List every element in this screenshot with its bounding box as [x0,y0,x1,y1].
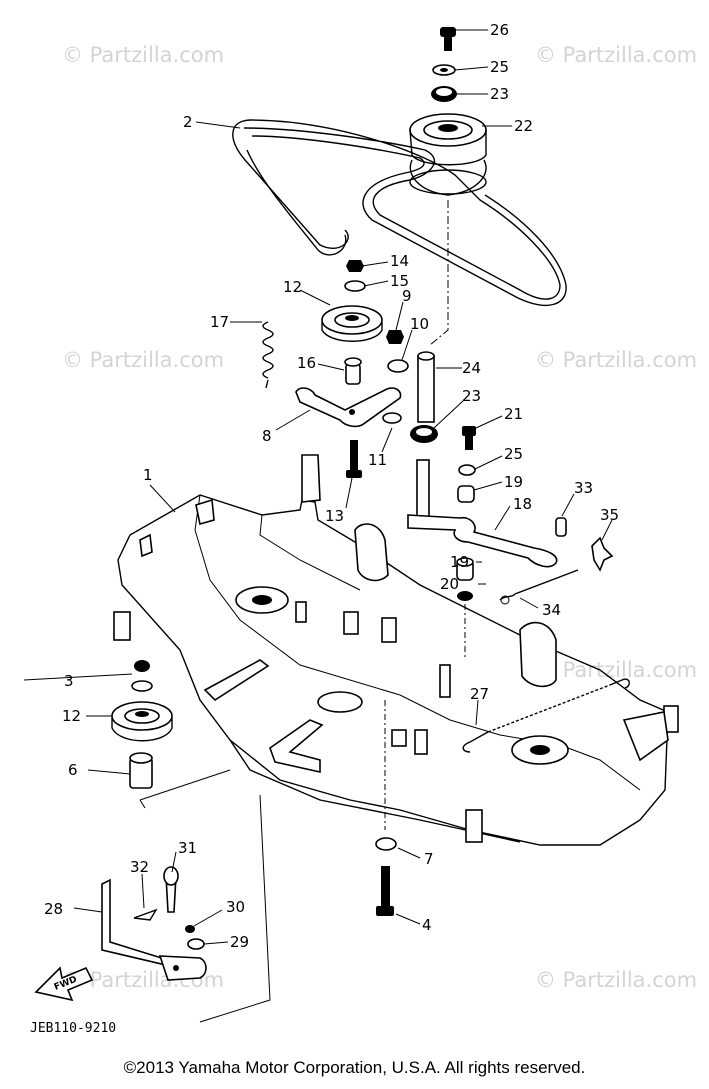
part-label: 35 [600,506,619,524]
idler-pulley-12 [321,305,383,342]
bearing-23 [431,86,457,102]
nut-9 [386,330,404,344]
v-belt [232,119,567,306]
lever-28 [101,878,207,981]
bushing-19-lower [456,557,474,581]
part-label: 31 [178,839,197,857]
part-label: 19 [450,553,469,571]
bolt-21 [462,426,476,450]
idler-pulley-12-lower [111,701,173,742]
leader-lines [23,29,613,945]
spindle-pulley-22 [409,113,487,196]
part-label: 15 [390,272,409,290]
washer-25-right [458,464,476,476]
bushing-10 [387,359,409,373]
washer-20 [457,591,473,601]
watermark: © Partzilla.com [535,348,697,372]
bolt-4 [376,866,394,916]
part-label: 17 [210,313,229,331]
part-label: 12 [62,707,81,725]
spacer-6 [129,752,153,789]
part-label: 12 [283,278,302,296]
mower-deck [113,454,679,846]
part-label: 32 [130,858,149,876]
part-label: 4 [422,916,432,934]
watermark: © Partzilla.com [62,348,224,372]
part-label: 1 [143,466,153,484]
part-label: 19 [504,473,523,491]
spindle-24 [417,351,435,423]
spring-17 [262,321,274,389]
part-label: 24 [462,359,481,377]
part-label: 29 [230,933,249,951]
part-label: 14 [390,252,409,270]
pin-31 [163,866,179,913]
watermark-layer: © Partzilla.com © Partzilla.com © Partzi… [62,43,697,992]
part-label: 26 [490,21,509,39]
washer-15 [344,280,366,292]
clip-32 [133,908,158,921]
part-label: 11 [368,451,387,469]
bolt-13 [346,440,362,478]
part-label: 30 [226,898,245,916]
idler-arm-8 [295,387,402,428]
part-label: 16 [297,354,316,372]
nut-14 [346,260,364,272]
pin-33 [555,517,567,537]
washer-30 [185,925,195,933]
part-label: 28 [44,900,63,918]
cotter-pin-34 [499,569,579,605]
bushing-19 [457,485,475,503]
part-label: 13 [325,507,344,525]
wing-nut-35 [591,536,614,572]
nut-3 [131,660,153,692]
bolt-26 [440,27,456,51]
part-label: 22 [514,117,533,135]
nut-29 [187,938,205,950]
part-label: 3 [64,672,74,690]
part-label: 7 [424,850,434,868]
washer-7 [375,837,397,851]
diagram-code: JEB110-9210 [30,1021,116,1036]
part-label: 20 [440,575,459,593]
bushing-16 [344,357,362,385]
part-label: 10 [410,315,429,333]
part-label: 6 [68,761,78,779]
part-label: 23 [462,387,481,405]
forward-arrow-icon: FWD [34,966,94,1002]
bearing-23-lower [410,425,438,443]
part-label: 18 [513,495,532,513]
part-label: 25 [504,445,523,463]
part-label: 23 [490,85,509,103]
watermark: © Partzilla.com [535,43,697,67]
part-label: 9 [402,287,412,305]
watermark: © Partzilla.com [535,658,697,682]
washer-11 [382,412,402,424]
copyright-notice: ©2013 Yamaha Motor Corporation, U.S.A. A… [123,1058,586,1077]
washer-25 [432,64,456,76]
spring-27 [462,678,630,753]
part-label: 34 [542,601,561,619]
part-label: 25 [490,58,509,76]
part-labels: 26 25 23 22 2 14 15 12 9 10 17 16 24 23 … [44,21,619,951]
part-label: 2 [183,113,193,131]
watermark: © Partzilla.com [62,43,224,67]
part-label: 27 [470,685,489,703]
tension-arm-18 [407,459,558,568]
part-label: 8 [262,427,272,445]
watermark: © Partzilla.com [535,968,697,992]
part-label: 21 [504,405,523,423]
part-label: 33 [574,479,593,497]
